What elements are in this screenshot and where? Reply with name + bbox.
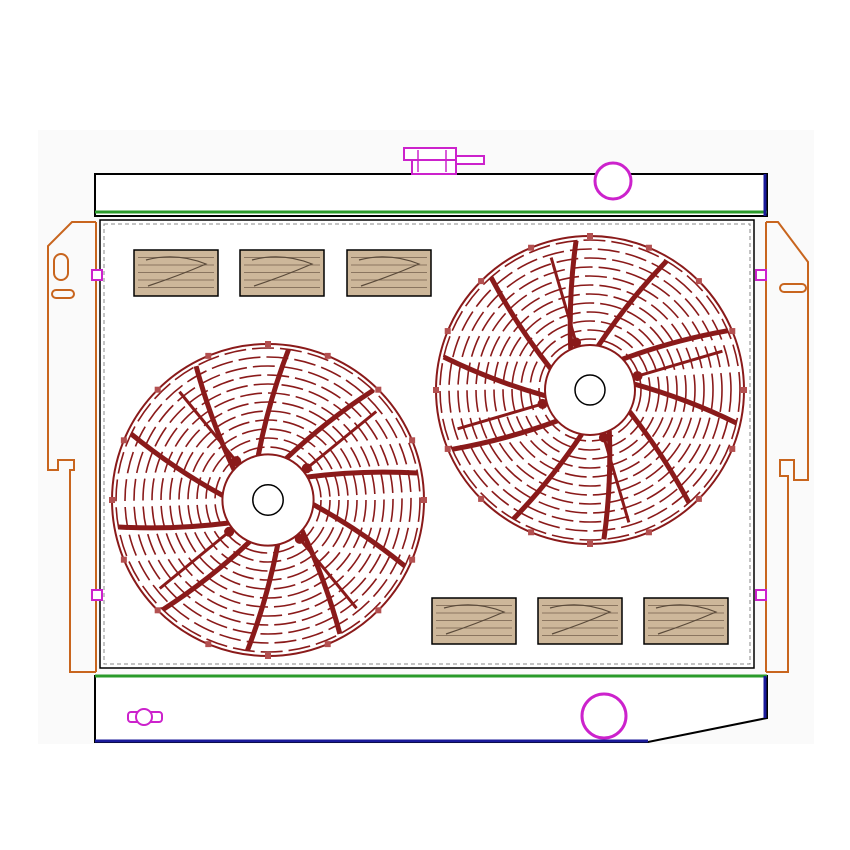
fan-blade [284, 388, 375, 461]
vent-grille [346, 249, 432, 297]
fan-blade [627, 410, 692, 504]
fan-strut [549, 257, 578, 343]
vent-grille [643, 597, 729, 645]
fan-strut [457, 402, 543, 431]
fan-strut [298, 537, 358, 610]
fan-blade [567, 240, 579, 350]
fan-blade [161, 539, 252, 612]
fan-blade [596, 259, 669, 348]
fan-blade [118, 520, 229, 531]
side-mount-points [91, 269, 767, 601]
fan-strut [305, 410, 378, 470]
fan-blade [511, 432, 584, 521]
radiator-cap-icon [593, 161, 633, 201]
vent-grille [431, 597, 517, 645]
bottom-tank [94, 674, 768, 743]
drain-plug-icon [127, 708, 163, 726]
fan-hub-cap [574, 374, 606, 406]
vent-row-bottom [431, 597, 729, 645]
fan-blade [621, 328, 729, 362]
fan-blade [245, 544, 281, 652]
vent-grille [133, 249, 219, 297]
right-mounting-bracket-icon [766, 221, 809, 673]
fan-blade [307, 469, 418, 480]
fan-blade [451, 418, 559, 452]
outlet-neck-icon [580, 692, 628, 740]
fan-blade [488, 276, 553, 370]
fan-strut [637, 349, 723, 378]
fan-strut [158, 530, 231, 590]
filler-neck-icon [403, 147, 485, 175]
fan-blade [255, 348, 291, 456]
fan-strut [602, 437, 631, 523]
left-fan [109, 341, 427, 659]
fan-blade [193, 365, 237, 471]
vent-grille [239, 249, 325, 297]
fan-blade [129, 431, 224, 498]
right-fan [433, 233, 747, 547]
fan-blade [633, 381, 738, 426]
fan-strut [178, 390, 238, 463]
top-tank [94, 173, 768, 217]
fan-blade [442, 354, 547, 399]
fan-blade [312, 502, 407, 569]
fan-blade [299, 529, 343, 635]
fan-hub-cap [252, 484, 284, 516]
left-mounting-bracket-icon [47, 221, 96, 673]
vent-grille [537, 597, 623, 645]
fan-blade [601, 430, 613, 540]
vent-row-top [133, 249, 432, 297]
